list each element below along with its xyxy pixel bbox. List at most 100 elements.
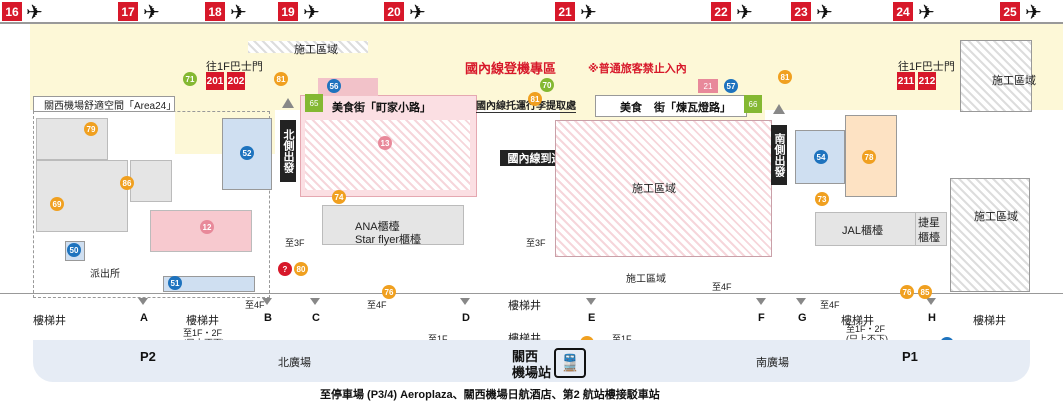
poi-66[interactable]: 66 bbox=[744, 95, 762, 113]
area24-room bbox=[36, 160, 128, 232]
gate-21[interactable]: 21 bbox=[555, 2, 575, 21]
poi-69[interactable]: 69 bbox=[50, 197, 64, 211]
no-general-notice: ※普通旅客禁止入內 bbox=[588, 63, 687, 75]
construction-area bbox=[960, 40, 1032, 112]
construction-label: 施工區域 bbox=[992, 75, 1036, 87]
airplane-icon: ✈ bbox=[143, 2, 160, 24]
gate-24[interactable]: 24 bbox=[893, 2, 913, 21]
food-court-right-label-b: 街「煉瓦燈路」 bbox=[654, 102, 731, 114]
construction-area bbox=[248, 41, 368, 53]
arrow-down-icon bbox=[460, 298, 470, 305]
jal-counter-label: JAL櫃檯 bbox=[842, 225, 883, 237]
south-departure[interactable]: 南側出發 bbox=[771, 125, 787, 185]
poi-52[interactable]: 52 bbox=[240, 146, 254, 160]
bus-gate-201[interactable]: 201 bbox=[206, 72, 224, 90]
poi-51[interactable]: 51 bbox=[168, 276, 182, 290]
poi-13[interactable]: 13 bbox=[378, 136, 392, 150]
arrow-down-icon bbox=[926, 298, 936, 305]
platform-gate-g[interactable]: G bbox=[798, 312, 807, 324]
jetstar-label-a: 捷星 bbox=[918, 217, 940, 229]
area24-room bbox=[36, 118, 108, 160]
to-1f-2f-label: 至1F・2F bbox=[183, 328, 223, 338]
construction-area-right bbox=[950, 178, 1030, 292]
area24-zone bbox=[33, 111, 270, 298]
area24-room bbox=[130, 160, 172, 202]
stairwell-label: 樓梯井 bbox=[841, 315, 874, 327]
station-label-a: 關西 bbox=[512, 349, 539, 364]
arrow-up-icon bbox=[282, 98, 294, 108]
poi-50[interactable]: 50 bbox=[67, 243, 81, 257]
poi-86[interactable]: 86 bbox=[120, 176, 134, 190]
airplane-icon: ✈ bbox=[918, 2, 935, 24]
poi-74[interactable]: 74 bbox=[332, 190, 346, 204]
airplane-icon: ✈ bbox=[580, 2, 597, 24]
poi-56[interactable]: 56 bbox=[327, 79, 341, 93]
gate-19[interactable]: 19 bbox=[278, 2, 298, 21]
info-icon[interactable]: ? bbox=[278, 262, 292, 276]
train-icon[interactable]: 🚆 bbox=[554, 348, 586, 378]
food-court-left-label: 美食街「町家小路」 bbox=[332, 102, 431, 114]
airplane-icon: ✈ bbox=[816, 2, 833, 24]
poi-57[interactable]: 57 bbox=[724, 79, 738, 93]
platform-gate-h[interactable]: H bbox=[928, 312, 936, 324]
poi-80[interactable]: 80 bbox=[294, 262, 308, 276]
to-4f-label: 至4F bbox=[820, 300, 840, 310]
bus-gate-211[interactable]: 211 bbox=[897, 72, 915, 90]
gate-divider bbox=[0, 22, 1063, 24]
poi-12[interactable]: 12 bbox=[200, 220, 214, 234]
to-3f-label: 至3F bbox=[526, 238, 546, 248]
poi-76[interactable]: 76 bbox=[382, 285, 396, 299]
domestic-arrival[interactable]: 國內線到達 bbox=[500, 150, 570, 166]
to-1f-2f-label: 至1F・2F bbox=[846, 324, 886, 334]
poi-71[interactable]: 71 bbox=[183, 72, 197, 86]
poi-81[interactable]: 81 bbox=[778, 70, 792, 84]
gate-20[interactable]: 20 bbox=[384, 2, 404, 21]
to-1f-label: 至1F bbox=[428, 334, 448, 344]
poi-21[interactable]: 21 bbox=[698, 79, 718, 93]
gate-17[interactable]: 17 bbox=[118, 2, 138, 21]
poi-76[interactable]: 76 bbox=[900, 285, 914, 299]
domestic-departure-title: 國內線登機專區 bbox=[465, 61, 557, 76]
platform-gate-b[interactable]: B bbox=[264, 312, 272, 324]
gate-22[interactable]: 22 bbox=[711, 2, 731, 21]
parking-p1[interactable]: P1 bbox=[902, 349, 918, 364]
platform-gate-c[interactable]: C bbox=[312, 312, 320, 324]
poi-65[interactable]: 65 bbox=[305, 94, 323, 112]
poi-81[interactable]: 81 bbox=[528, 92, 542, 106]
gate-18[interactable]: 18 bbox=[205, 2, 225, 21]
poi-81[interactable]: 81 bbox=[274, 72, 288, 86]
airplane-icon: ✈ bbox=[303, 2, 320, 24]
gate-23[interactable]: 23 bbox=[791, 2, 811, 21]
airplane-icon: ✈ bbox=[26, 2, 43, 24]
south-plaza-label: 南廣場 bbox=[756, 357, 789, 369]
ana-counter bbox=[322, 205, 464, 245]
arrow-down-icon bbox=[756, 298, 766, 305]
poi-54[interactable]: 54 bbox=[814, 150, 828, 164]
poi-78[interactable]: 78 bbox=[862, 150, 876, 164]
platform-gate-e[interactable]: E bbox=[588, 312, 596, 324]
bus-gate-202[interactable]: 202 bbox=[227, 72, 245, 90]
airplane-icon: ✈ bbox=[736, 2, 753, 24]
starflyer-label: Star flyer櫃檯 bbox=[355, 234, 422, 246]
north-departure[interactable]: 北側出發 bbox=[280, 120, 296, 182]
corridor-line bbox=[0, 293, 1063, 294]
to-3f-label: 至3F bbox=[285, 238, 305, 248]
poi-79[interactable]: 79 bbox=[84, 122, 98, 136]
domestic-baggage-label: 國內線托運行李提取處 bbox=[476, 97, 576, 113]
platform-gate-d[interactable]: D bbox=[462, 312, 470, 324]
stairwell-label: 樓梯井 bbox=[33, 315, 66, 327]
bus-gate-212[interactable]: 212 bbox=[918, 72, 936, 90]
gate-16[interactable]: 16 bbox=[2, 2, 22, 21]
arrow-up-icon bbox=[773, 104, 785, 114]
gate-25[interactable]: 25 bbox=[1000, 2, 1020, 21]
poi-85[interactable]: 85 bbox=[918, 285, 932, 299]
shop-51 bbox=[163, 276, 255, 292]
arrow-down-icon bbox=[586, 298, 596, 305]
arrow-down-icon bbox=[310, 298, 320, 305]
platform-gate-f[interactable]: F bbox=[758, 312, 765, 324]
stairwell-label: 樓梯井 bbox=[508, 300, 541, 312]
platform-gate-a[interactable]: A bbox=[140, 312, 148, 324]
poi-70[interactable]: 70 bbox=[540, 78, 554, 92]
parking-p2[interactable]: P2 bbox=[140, 349, 156, 364]
poi-73[interactable]: 73 bbox=[815, 192, 829, 206]
